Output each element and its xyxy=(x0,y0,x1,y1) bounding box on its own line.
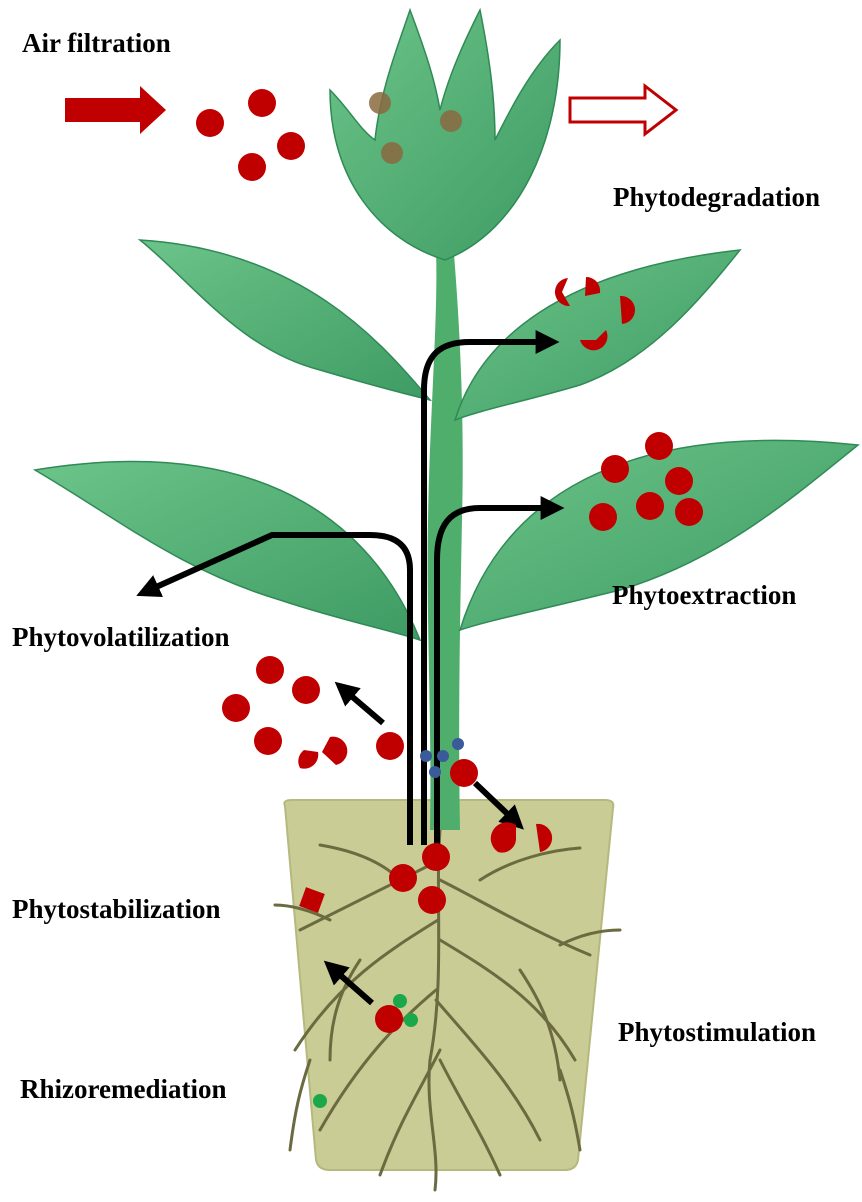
air-in-arrow xyxy=(65,86,166,134)
contaminant xyxy=(636,492,664,520)
label-air-filtration: Air filtration xyxy=(22,30,171,57)
contaminant xyxy=(376,732,404,760)
contaminant xyxy=(645,432,673,460)
contaminant xyxy=(601,455,629,483)
contaminant xyxy=(254,727,282,755)
label-phytostabilization: Phytostabilization xyxy=(12,896,221,923)
contaminant xyxy=(589,503,617,531)
contaminant xyxy=(277,132,305,160)
leaf-upper-right xyxy=(455,250,740,420)
contaminant xyxy=(375,1005,403,1033)
contaminant xyxy=(238,153,266,181)
contaminant xyxy=(422,843,450,871)
contaminant xyxy=(256,656,284,684)
label-phytostimulation: Phytostimulation xyxy=(618,1019,816,1046)
contaminant xyxy=(292,676,320,704)
label-phytodegradation: Phytodegradation xyxy=(613,184,820,211)
contaminant xyxy=(665,467,693,495)
contaminant xyxy=(248,89,276,117)
contaminant xyxy=(389,864,417,892)
label-phytoextraction: Phytoextraction xyxy=(612,582,796,609)
contaminant xyxy=(450,759,478,787)
contaminant xyxy=(222,694,250,722)
air-out-arrow xyxy=(570,86,676,134)
contaminant xyxy=(675,498,703,526)
label-rhizoremediation: Rhizoremediation xyxy=(20,1076,226,1103)
leaf-lower-left xyxy=(35,462,420,640)
label-phytovolatilization: Phytovolatilization xyxy=(12,624,230,651)
contaminant xyxy=(196,109,224,137)
flower-bud xyxy=(330,10,560,260)
leaf-upper-left xyxy=(140,240,430,400)
contaminant xyxy=(418,886,446,914)
